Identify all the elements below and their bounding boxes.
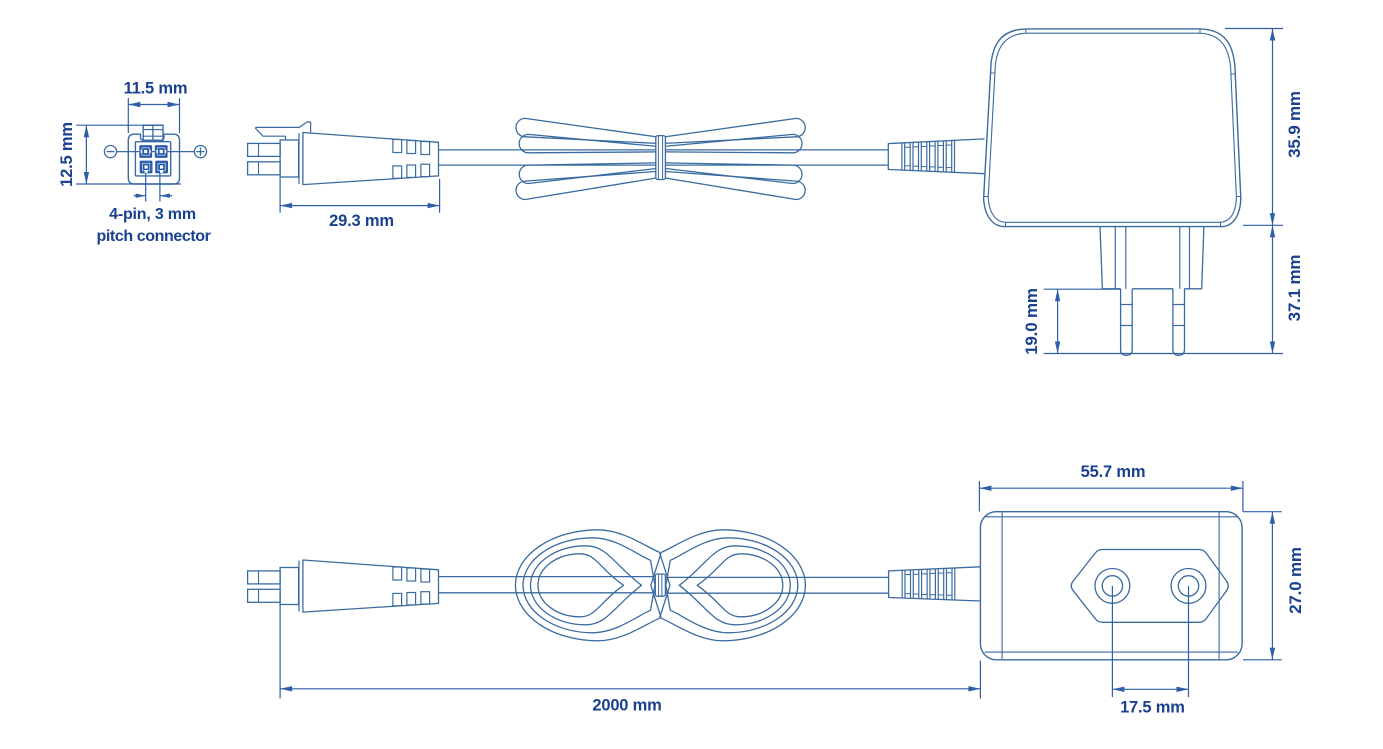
svg-text:pitch connector: pitch connector [96,228,210,245]
svg-text:29.3 mm: 29.3 mm [329,212,394,230]
svg-text:35.9 mm: 35.9 mm [1285,91,1304,158]
svg-text:19.0 mm: 19.0 mm [1022,288,1041,355]
svg-text:4-pin, 3 mm: 4-pin, 3 mm [109,206,196,223]
svg-text:2000 mm: 2000 mm [592,697,661,715]
svg-text:27.0 mm: 27.0 mm [1286,547,1305,614]
svg-text:37.1 mm: 37.1 mm [1285,255,1304,322]
svg-text:12.5 mm: 12.5 mm [58,122,76,187]
svg-text:55.7 mm: 55.7 mm [1081,463,1146,481]
svg-text:17.5 mm: 17.5 mm [1120,699,1185,717]
svg-text:11.5 mm: 11.5 mm [124,80,188,98]
